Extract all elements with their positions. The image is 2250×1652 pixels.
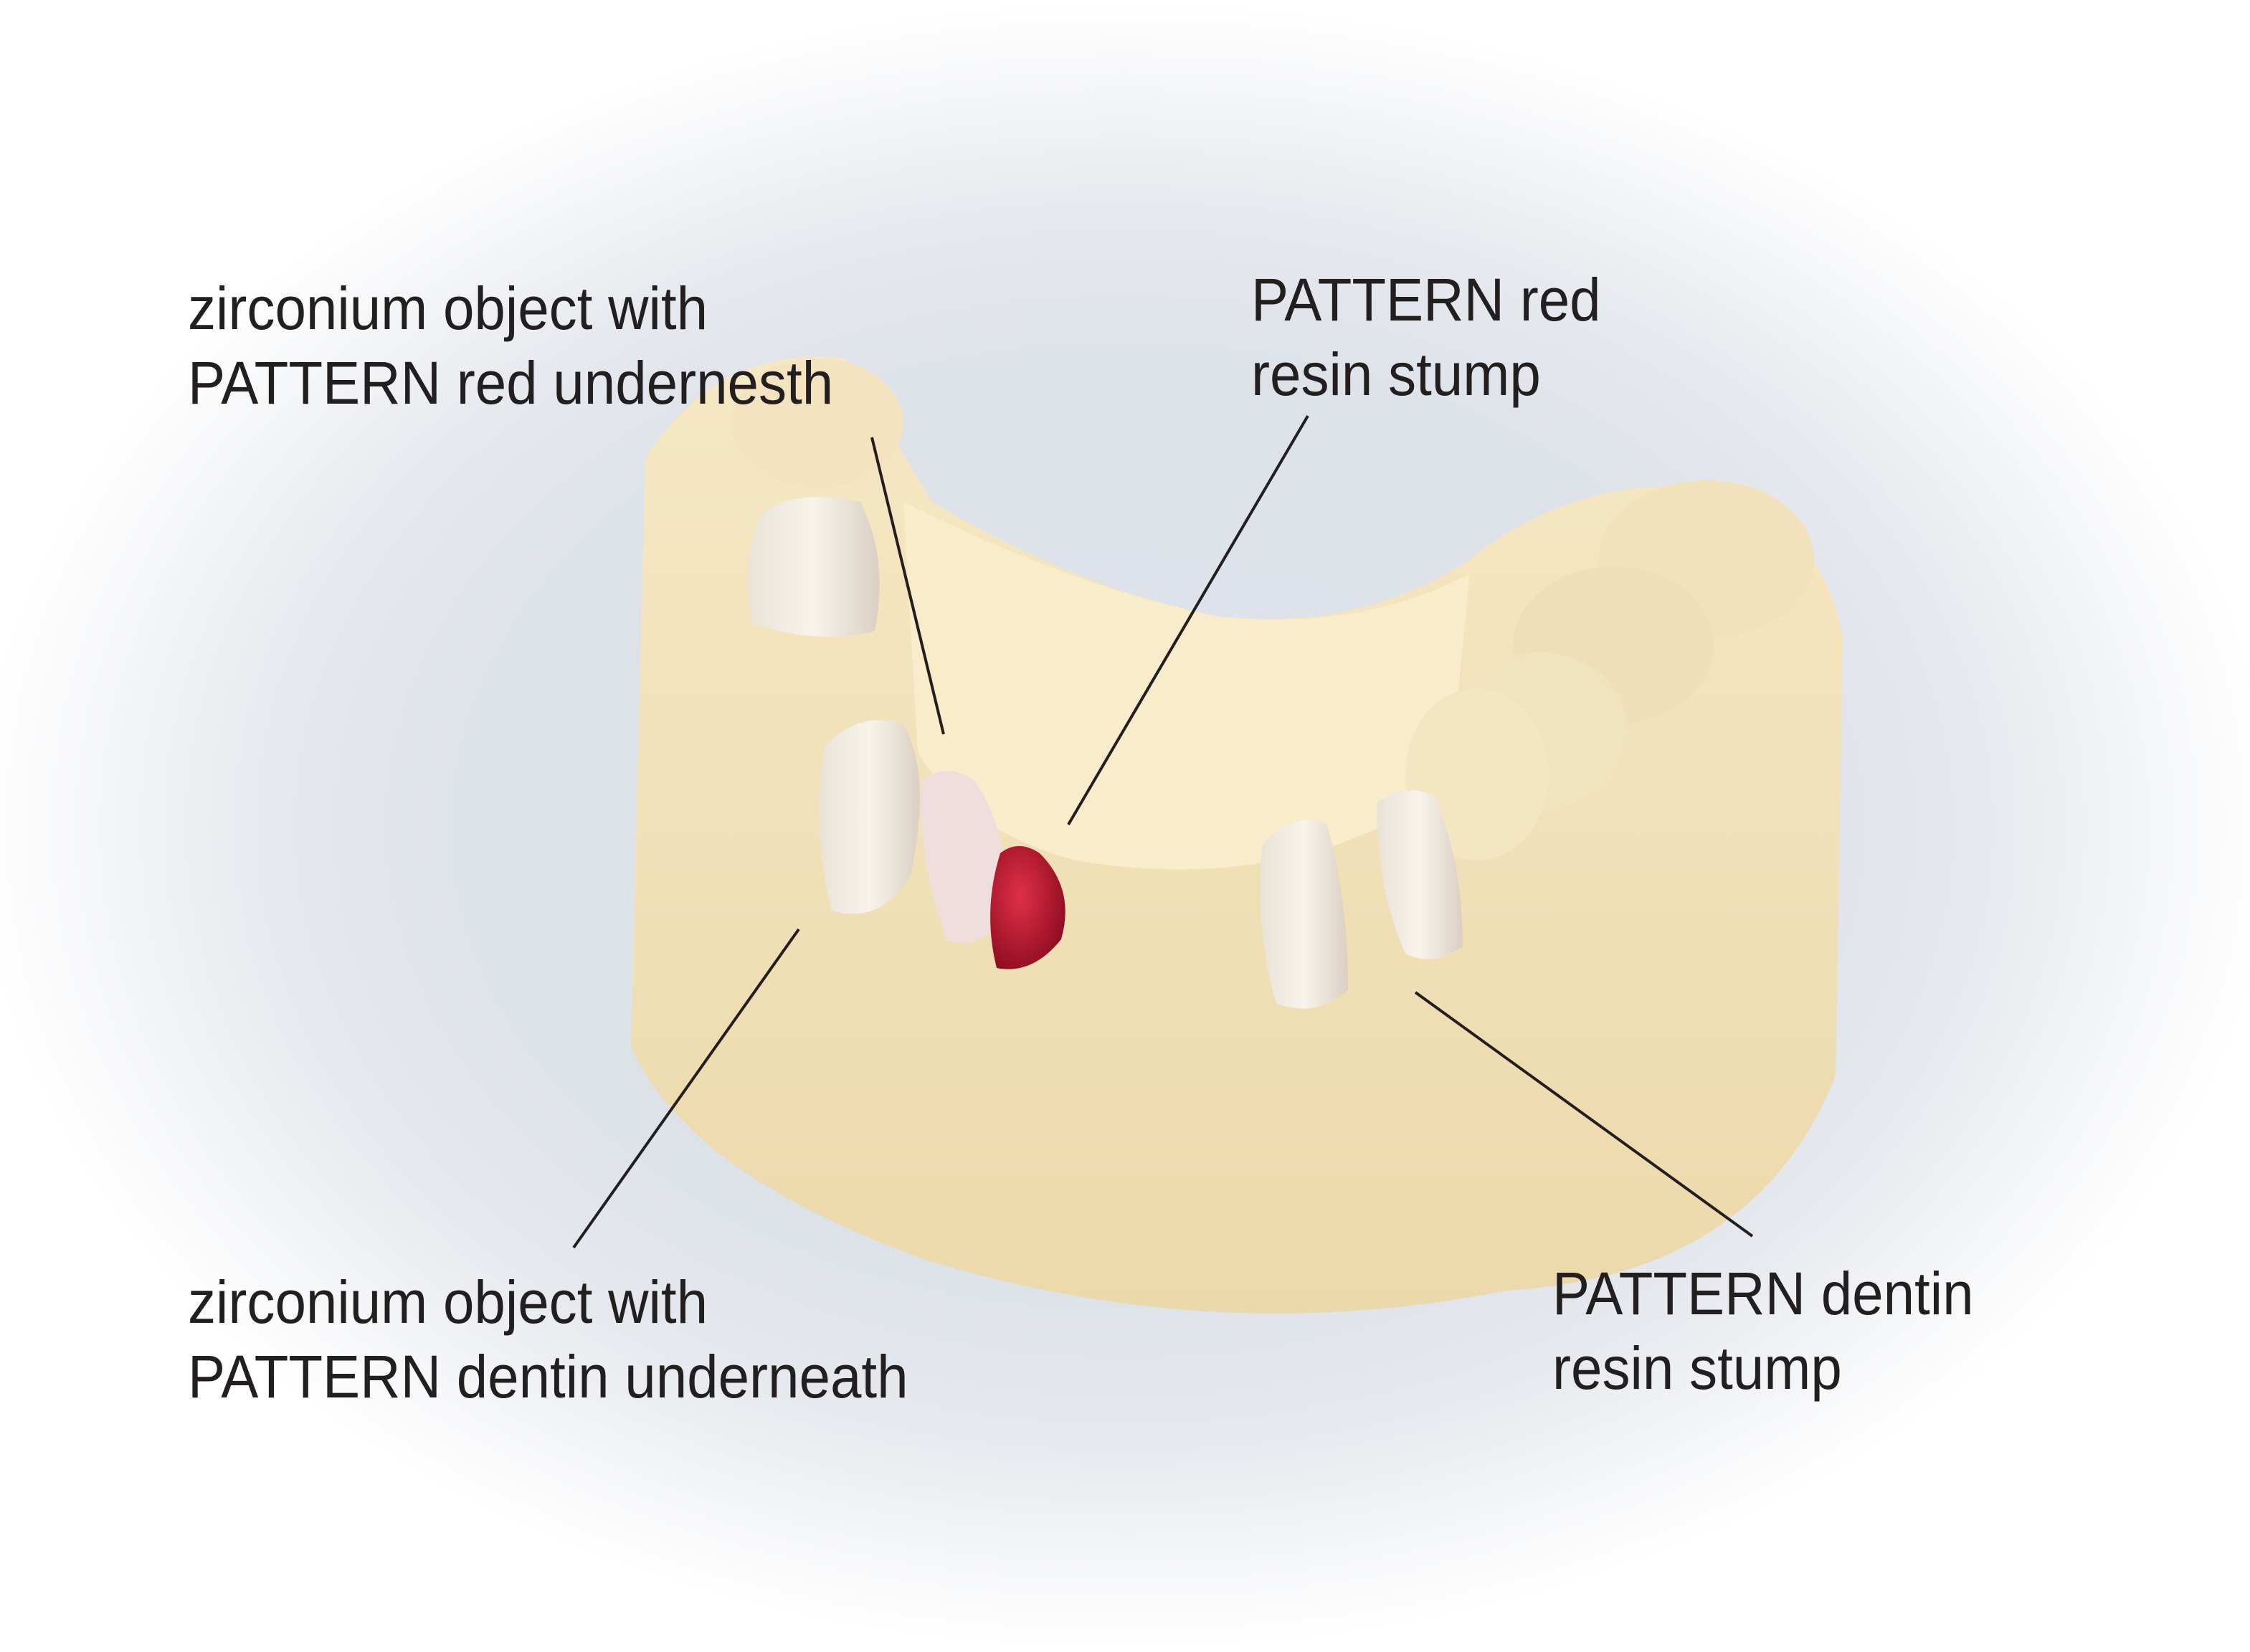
label-line: PATTERN dentin [1552, 1260, 1974, 1327]
label-line: PATTERN red undernesth [188, 349, 834, 417]
label-bottom-left: zirconium object with PATTERN dentin und… [188, 1265, 908, 1414]
canine-left [819, 720, 920, 914]
palate [903, 502, 1470, 870]
label-top-left: zirconium object with PATTERN red undern… [188, 271, 833, 420]
molars-right [1405, 480, 1814, 860]
back-left-molar [731, 359, 903, 488]
dentin-resin-stump-left [1260, 820, 1348, 1009]
label-line: PATTERN dentin underneath [188, 1343, 908, 1410]
leader-line-bottom-right [1414, 991, 1754, 1238]
leader-line-top-left [870, 437, 945, 735]
label-line: resin stump [1552, 1334, 1842, 1402]
back-left-tooth [747, 497, 880, 637]
label-line: zirconium object with [188, 1268, 708, 1336]
leader-lines [572, 414, 1754, 1249]
label-top-right: PATTERN red resin stump [1251, 262, 1601, 412]
label-bottom-right: PATTERN dentin resin stump [1552, 1256, 1974, 1405]
zirconium-on-red [921, 771, 1005, 944]
red-resin-stump [990, 846, 1065, 969]
leader-line-bottom-left [572, 928, 800, 1249]
label-line: PATTERN red [1251, 266, 1601, 333]
label-line: zirconium object with [188, 275, 708, 342]
dentin-resin-stump-right [1377, 790, 1463, 959]
label-line: resin stump [1251, 341, 1541, 408]
leader-line-top-right [1067, 414, 1309, 826]
